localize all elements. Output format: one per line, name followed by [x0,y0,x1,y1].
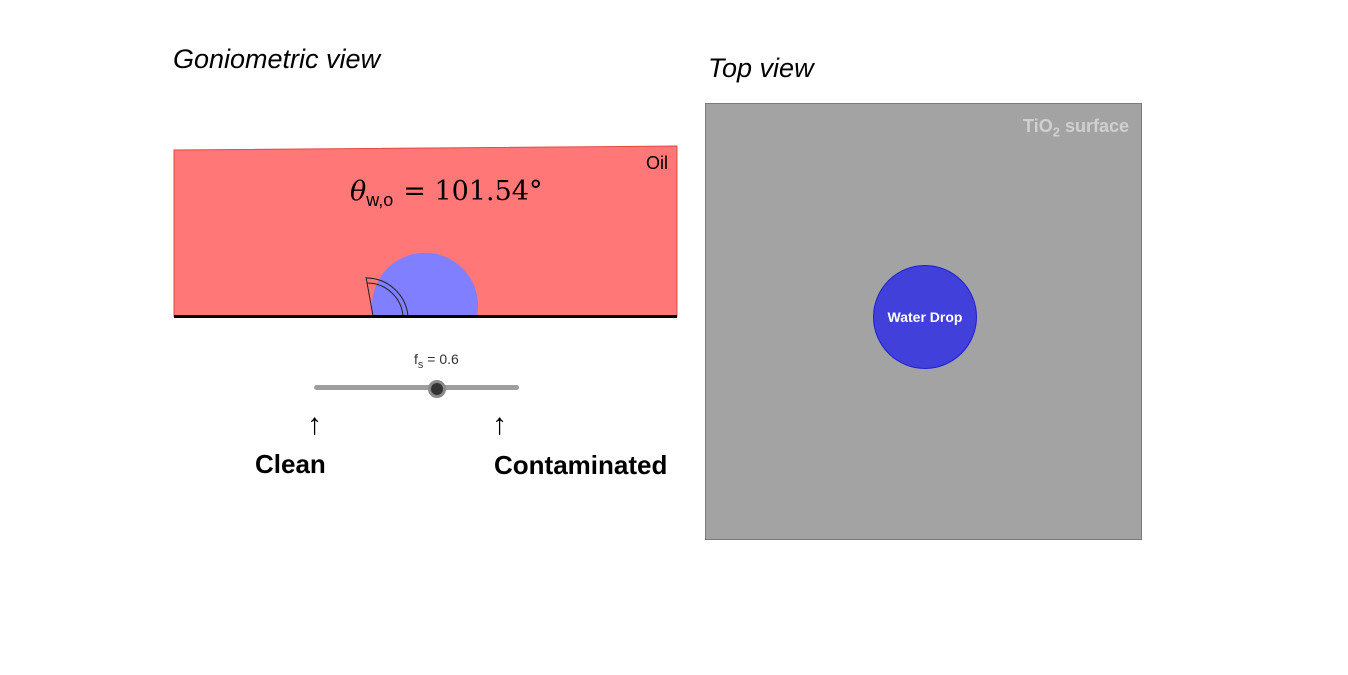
contaminated-arrow-icon: ↑ [492,408,507,441]
surface-label: TiO2 surface [1023,116,1129,140]
water-drop-label: Water Drop [887,309,963,325]
slider-label: fs = 0.6 [414,351,459,371]
slider-label-value: = 0.6 [423,351,459,367]
angle-symbol: θ [350,176,367,207]
angle-subscript: w,o [366,190,394,210]
contact-angle-readout: θw,o = 101.54° [350,176,543,210]
surface-label-main: TiO [1023,116,1053,136]
water-drop-top: Water Drop [873,265,977,369]
surface-label-rest: surface [1059,116,1129,136]
goniometric-view-title: Goniometric view [173,44,381,74]
slider-label-main: f [414,351,418,367]
clean-label: Clean [255,449,326,479]
slider-label-sub: s [417,358,424,371]
goniometric-view [173,145,678,318]
top-view-title: Top view [708,53,814,83]
surface-label-sub: 2 [1052,124,1060,140]
contact-angle-arc-inner [366,282,404,317]
contaminated-label: Contaminated [494,450,668,480]
oil-label: Oil [646,153,668,173]
top-view-panel: TiO2 surface Water Drop [705,103,1142,540]
contact-angle-tangent [365,276,374,317]
angle-value: = 101.54° [403,176,543,207]
fs-slider-track[interactable] [314,385,519,390]
contact-angle-arc [365,277,409,317]
fs-slider-thumb[interactable] [428,380,446,398]
clean-arrow-icon: ↑ [307,408,322,441]
